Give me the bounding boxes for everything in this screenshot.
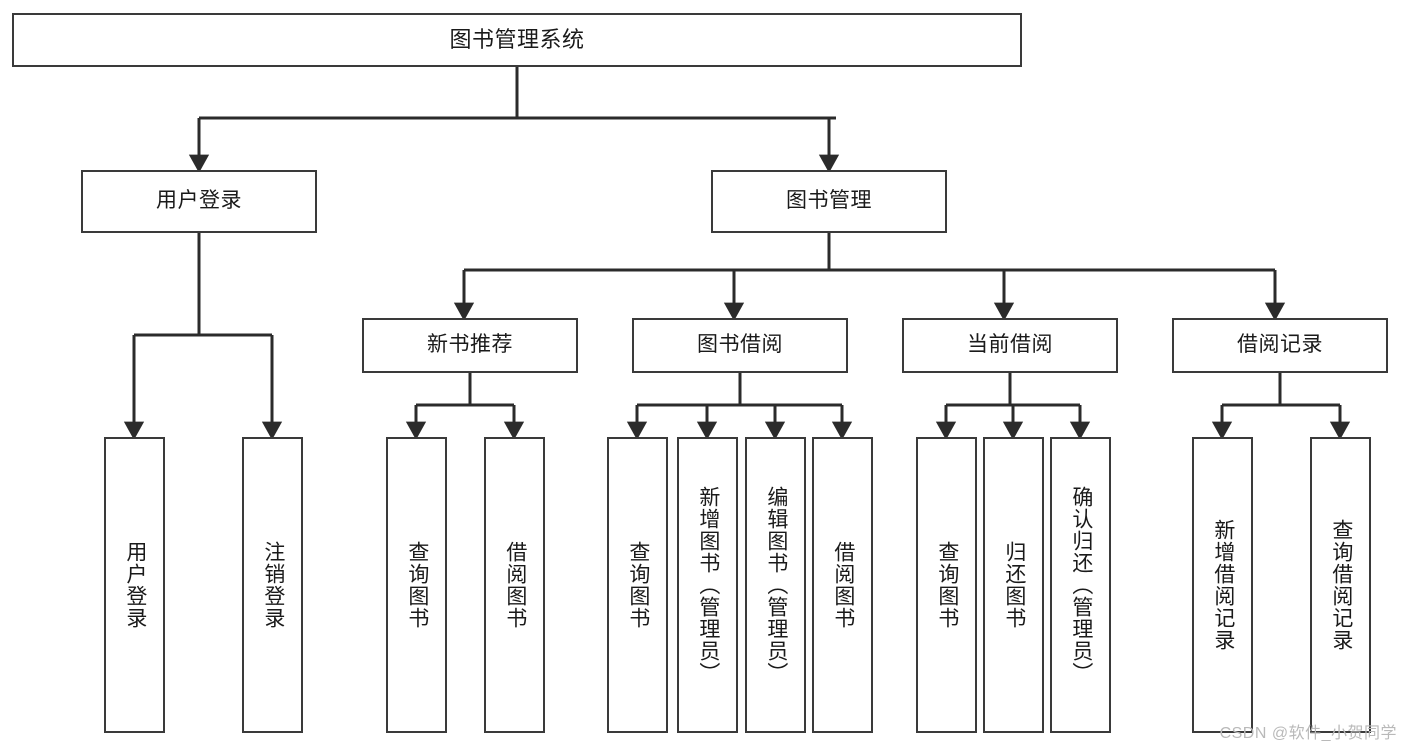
node-leaf-add-borrow-record-label: 新增借阅记录 bbox=[1211, 519, 1235, 651]
node-borrow-record-label: 借阅记录 bbox=[1237, 333, 1323, 357]
node-root-label: 图书管理系统 bbox=[449, 27, 585, 53]
node-leaf-add-borrow-record[interactable]: 新增借阅记录 bbox=[1192, 437, 1253, 733]
node-leaf-confirm-return-admin-label: 确认归还（管理员） bbox=[1069, 486, 1093, 684]
node-book-manage[interactable]: 图书管理 bbox=[711, 170, 947, 233]
node-leaf-user-login[interactable]: 用户登录 bbox=[104, 437, 165, 733]
node-leaf-query-book-1-label: 查询图书 bbox=[405, 541, 429, 629]
node-leaf-return-book-label: 归还图书 bbox=[1002, 541, 1026, 629]
node-new-book-recommend-label: 新书推荐 bbox=[427, 333, 513, 357]
node-current-borrow[interactable]: 当前借阅 bbox=[902, 318, 1118, 373]
node-leaf-borrow-book-2[interactable]: 借阅图书 bbox=[812, 437, 873, 733]
node-current-borrow-label: 当前借阅 bbox=[967, 333, 1053, 357]
node-leaf-borrow-book-1-label: 借阅图书 bbox=[503, 541, 527, 629]
watermark: CSDN @软件_小贺同学 bbox=[1219, 725, 1397, 742]
node-leaf-logout[interactable]: 注销登录 bbox=[242, 437, 303, 733]
node-leaf-confirm-return-admin[interactable]: 确认归还（管理员） bbox=[1050, 437, 1111, 733]
node-root[interactable]: 图书管理系统 bbox=[12, 13, 1022, 67]
node-leaf-query-book-1[interactable]: 查询图书 bbox=[386, 437, 447, 733]
node-book-manage-label: 图书管理 bbox=[786, 189, 872, 213]
node-borrow-record[interactable]: 借阅记录 bbox=[1172, 318, 1388, 373]
node-leaf-edit-book-admin[interactable]: 编辑图书（管理员） bbox=[745, 437, 806, 733]
node-leaf-user-login-label: 用户登录 bbox=[123, 541, 147, 629]
node-leaf-add-book-admin[interactable]: 新增图书（管理员） bbox=[677, 437, 738, 733]
node-leaf-query-book-3-label: 查询图书 bbox=[935, 541, 959, 629]
node-leaf-query-book-2[interactable]: 查询图书 bbox=[607, 437, 668, 733]
node-user-login[interactable]: 用户登录 bbox=[81, 170, 317, 233]
node-leaf-query-book-3[interactable]: 查询图书 bbox=[916, 437, 977, 733]
node-leaf-borrow-book-1[interactable]: 借阅图书 bbox=[484, 437, 545, 733]
node-leaf-query-borrow-record[interactable]: 查询借阅记录 bbox=[1310, 437, 1371, 733]
node-book-borrow[interactable]: 图书借阅 bbox=[632, 318, 848, 373]
node-leaf-return-book[interactable]: 归还图书 bbox=[983, 437, 1044, 733]
node-leaf-borrow-book-2-label: 借阅图书 bbox=[831, 541, 855, 629]
node-leaf-query-book-2-label: 查询图书 bbox=[626, 541, 650, 629]
node-leaf-add-book-admin-label: 新增图书（管理员） bbox=[696, 486, 720, 684]
node-leaf-logout-label: 注销登录 bbox=[261, 541, 285, 629]
node-new-book-recommend[interactable]: 新书推荐 bbox=[362, 318, 578, 373]
node-leaf-edit-book-admin-label: 编辑图书（管理员） bbox=[764, 486, 788, 684]
node-user-login-label: 用户登录 bbox=[156, 189, 242, 213]
node-leaf-query-borrow-record-label: 查询借阅记录 bbox=[1329, 519, 1353, 651]
node-book-borrow-label: 图书借阅 bbox=[697, 333, 783, 357]
